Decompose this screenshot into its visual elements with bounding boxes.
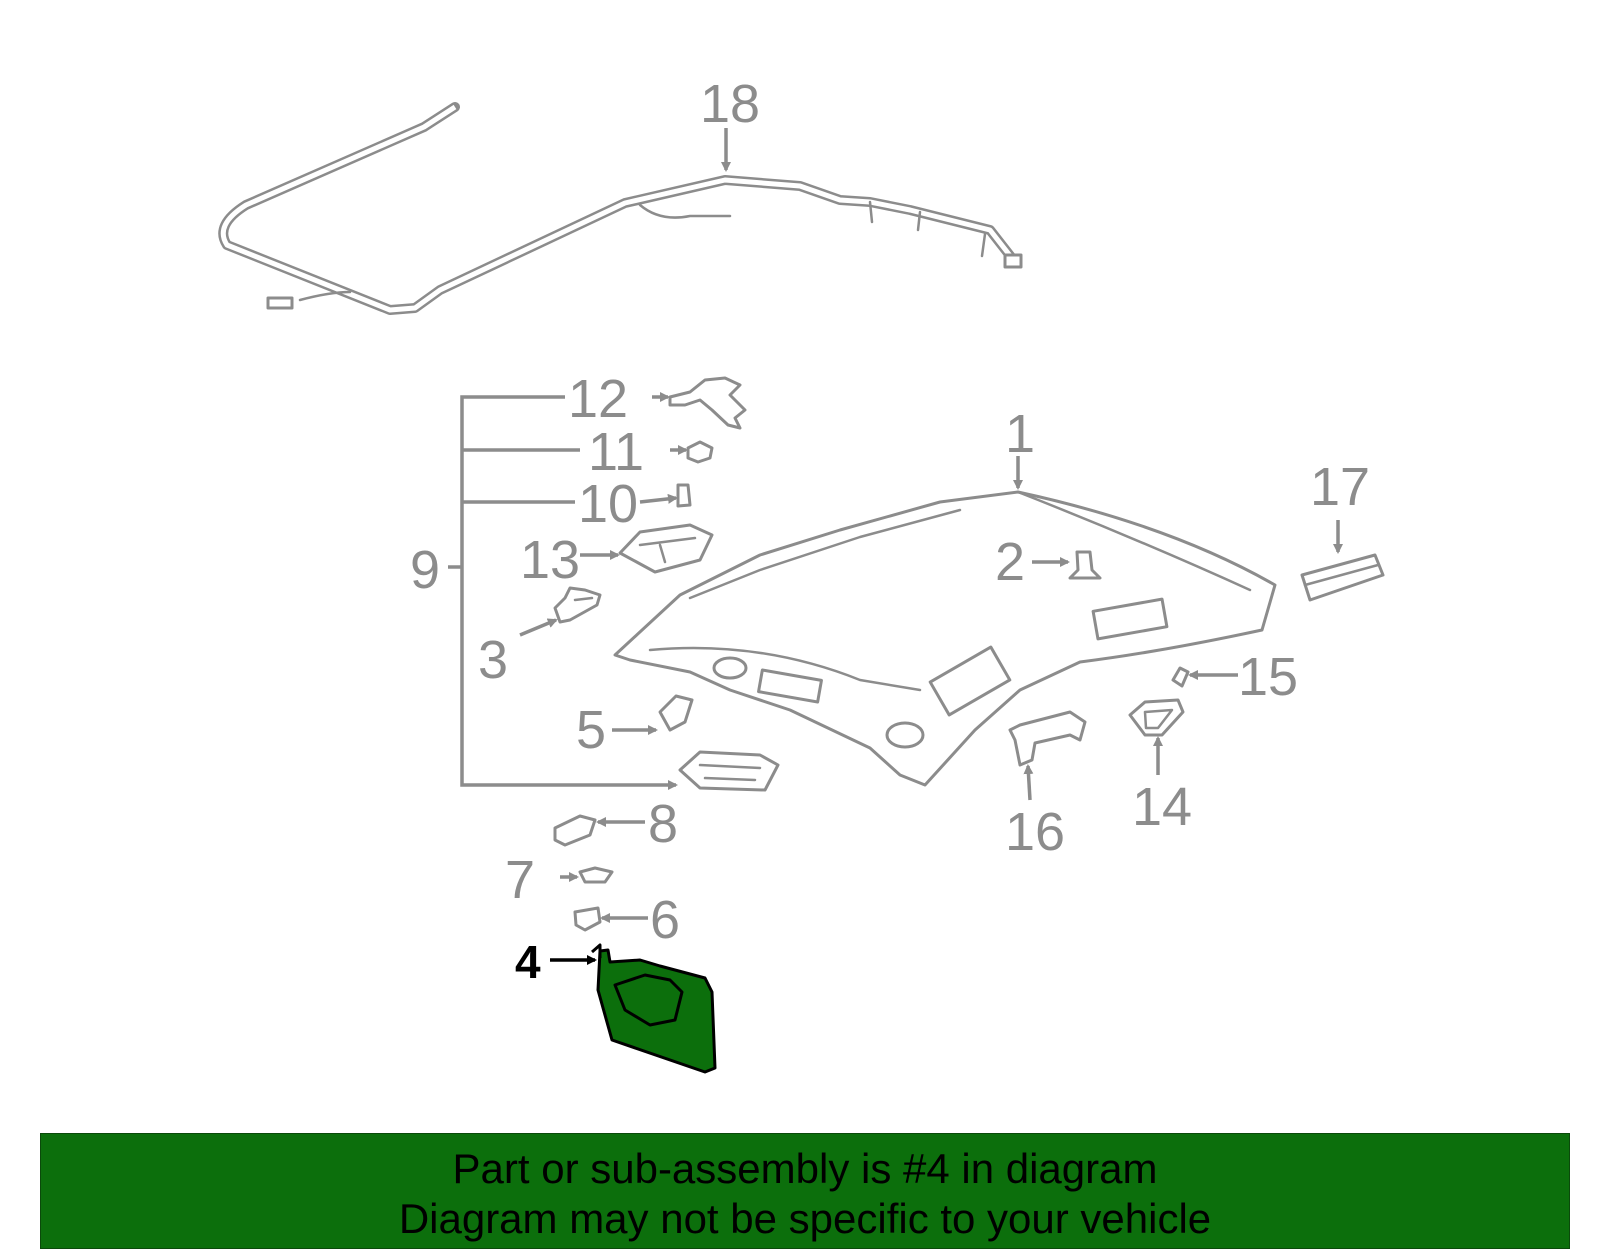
part-15-clip[interactable]: [1171, 666, 1190, 688]
callout-1: 1: [1005, 404, 1035, 464]
part-7-clip[interactable]: [578, 866, 614, 884]
part-8-cap[interactable]: [553, 814, 597, 847]
callout-5: 5: [576, 700, 606, 760]
callout-12: 12: [568, 369, 628, 429]
part-16-handle[interactable]: [1008, 710, 1087, 767]
banner-line-2: Diagram may not be specific to your vehi…: [398, 1195, 1212, 1242]
leader-lines: [448, 128, 1343, 965]
callout-17: 17: [1310, 457, 1370, 517]
callout-6: 6: [650, 890, 680, 950]
part-11-clip[interactable]: [686, 440, 714, 464]
part-18-harness[interactable]: [218, 102, 1023, 315]
callout-7: 7: [505, 850, 535, 910]
part-5-cover[interactable]: [658, 694, 694, 732]
callout-13: 13: [520, 530, 580, 590]
callout-8: 8: [648, 794, 678, 854]
callout-18: 18: [700, 74, 760, 134]
banner-line-1: Part or sub-assembly is #4 in diagram: [452, 1145, 1158, 1192]
callout-9: 9: [410, 540, 440, 600]
part-10-clip[interactable]: [676, 483, 692, 508]
part-9-console[interactable]: [678, 750, 780, 792]
part-3-bracket[interactable]: [553, 586, 602, 624]
part-13-lamp[interactable]: [618, 523, 714, 574]
callout-14: 14: [1132, 777, 1192, 837]
callout-2: 2: [995, 532, 1025, 592]
part-17-trim[interactable]: [1300, 553, 1385, 602]
part-1-headliner[interactable]: [613, 490, 1277, 787]
callout-10: 10: [578, 474, 638, 534]
callout-labels: 18 1 2 17 12 11 10 13 9 3 5 8 7 6 4 15 1…: [410, 74, 1370, 988]
callout-3: 3: [478, 630, 508, 690]
parts-diagram: 18 1 2 17 12 11 10 13 9 3 5 8 7 6 4 15 1…: [218, 74, 1385, 1074]
part-12-bracket[interactable]: [668, 376, 747, 430]
callout-15: 15: [1238, 647, 1298, 707]
part-4-sun-visor[interactable]: [591, 943, 717, 1074]
callout-16: 16: [1005, 802, 1065, 862]
part-2-clip[interactable]: [1068, 550, 1102, 580]
callout-11: 11: [588, 422, 644, 482]
callout-4: 4: [515, 936, 541, 988]
part-14-lamp[interactable]: [1128, 698, 1185, 737]
info-banner: Part or sub-assembly is #4 in diagram Di…: [40, 1133, 1570, 1249]
part-6-clip[interactable]: [573, 906, 602, 932]
